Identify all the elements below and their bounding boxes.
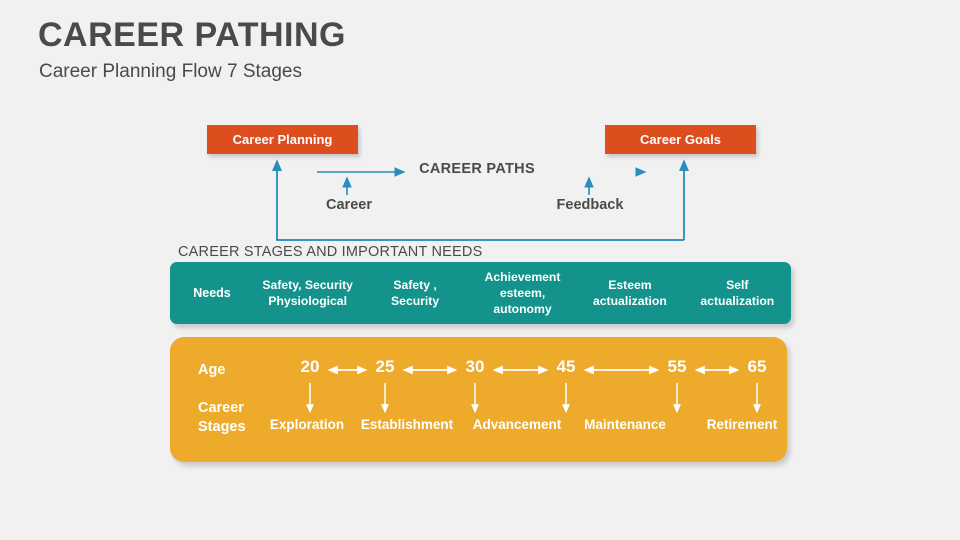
stage-name: Establishment xyxy=(360,417,454,432)
need-cell: Safety ,Security xyxy=(391,277,440,308)
needs-row-label: Needs xyxy=(193,286,231,300)
career-paths-label: CAREER PATHS xyxy=(419,161,535,177)
age-value: 65 xyxy=(747,357,767,376)
age-value: 45 xyxy=(556,357,576,376)
page-subtitle: Career Planning Flow 7 Stages xyxy=(39,61,302,82)
page-title: CAREER PATHING xyxy=(38,16,346,54)
age-value: 55 xyxy=(667,357,687,376)
career-goals-box[interactable]: Career Goals xyxy=(605,125,756,154)
age-value: 20 xyxy=(300,357,320,376)
feedback-arrow-label: Feedback xyxy=(556,197,624,213)
stage-name: Retirement xyxy=(706,417,778,432)
stage-name: Advancement xyxy=(472,417,562,432)
age-row: 20 25 30 45 55 65 xyxy=(262,357,787,383)
career-arrow-label: Career xyxy=(326,197,372,213)
section-heading: CAREER STAGES AND IMPORTANT NEEDS xyxy=(178,244,483,260)
age-row-label: Age xyxy=(198,362,226,378)
age-value: 30 xyxy=(465,357,485,376)
age-value: 25 xyxy=(375,357,395,376)
stage-name: Exploration xyxy=(269,417,345,432)
stage-name: Maintenance xyxy=(584,417,666,432)
stage-name-row: Exploration Establishment Advancement Maint… xyxy=(262,417,787,441)
stages-arrows xyxy=(306,365,761,414)
career-planning-box[interactable]: Career Planning xyxy=(207,125,358,154)
